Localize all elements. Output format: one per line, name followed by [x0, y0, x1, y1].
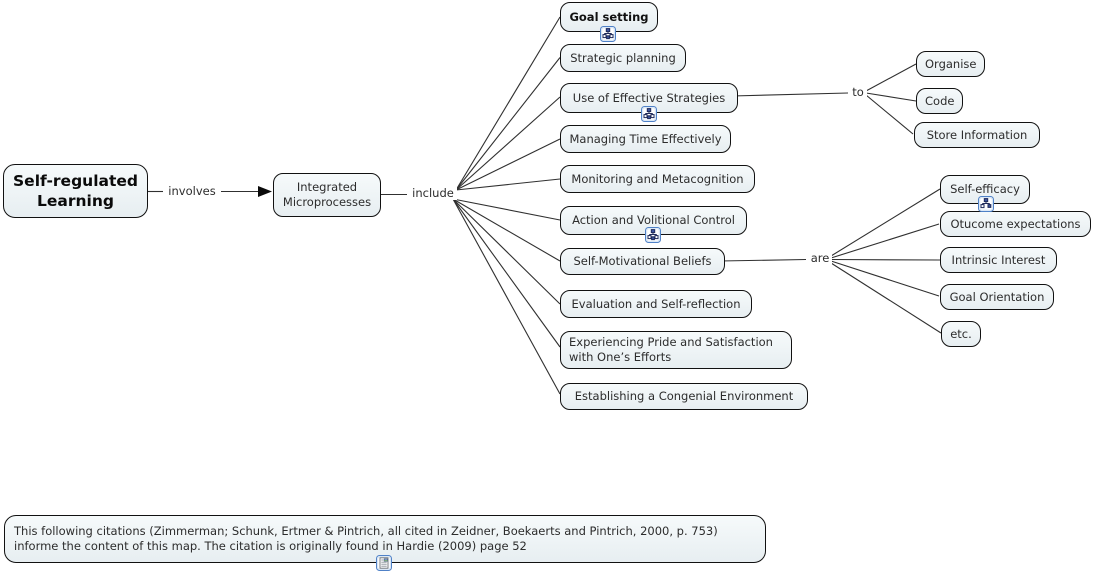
concept-label: Self-regulated Learning: [13, 171, 138, 210]
concept-goal-orientation[interactable]: Goal Orientation: [940, 284, 1054, 310]
concept-organise[interactable]: Organise: [916, 51, 986, 77]
hierarchy-icon[interactable]: [978, 196, 994, 212]
link-label-are[interactable]: are: [808, 252, 832, 265]
concept-integrated-microprocesses[interactable]: Integrated Microprocesses: [273, 173, 381, 217]
concept-experiencing-pride-and-satisfaction[interactable]: Experiencing Pride and Satisfaction with…: [560, 331, 792, 369]
concept-self-motivational-beliefs[interactable]: Self-Motivational Beliefs: [560, 248, 725, 275]
concept-store-information[interactable]: Store Information: [914, 122, 1040, 148]
concept-etc[interactable]: etc.: [941, 321, 981, 347]
concept-self-regulated-learning[interactable]: Self-regulated Learning: [3, 164, 148, 218]
concept-managing-time-effectively[interactable]: Managing Time Effectively: [560, 125, 731, 153]
concept-evaluation-and-self-reflection[interactable]: Evaluation and Self-reflection: [560, 290, 752, 318]
citation-text: This following citations (Zimmerman; Sch…: [14, 524, 718, 553]
link-label-involves[interactable]: involves: [165, 185, 219, 198]
concept-label: Integrated Microprocesses: [282, 180, 372, 209]
hierarchy-icon[interactable]: [600, 26, 616, 42]
concept-monitoring-and-metacognition[interactable]: Monitoring and Metacognition: [560, 165, 755, 193]
document-icon[interactable]: [376, 555, 392, 571]
hierarchy-icon[interactable]: [641, 106, 657, 122]
concept-otucome-expectations[interactable]: Otucome expectations: [940, 211, 1091, 237]
concept-strategic-planning[interactable]: Strategic planning: [560, 44, 686, 72]
link-label-to[interactable]: to: [849, 86, 867, 99]
concept-intrinsic-interest[interactable]: Intrinsic Interest: [940, 247, 1057, 273]
concept-code[interactable]: Code: [916, 88, 964, 114]
link-label-include[interactable]: include: [409, 187, 457, 200]
hierarchy-icon[interactable]: [645, 227, 661, 243]
concept-establishing-a-congenial-environment[interactable]: Establishing a Congenial Environment: [560, 383, 808, 410]
